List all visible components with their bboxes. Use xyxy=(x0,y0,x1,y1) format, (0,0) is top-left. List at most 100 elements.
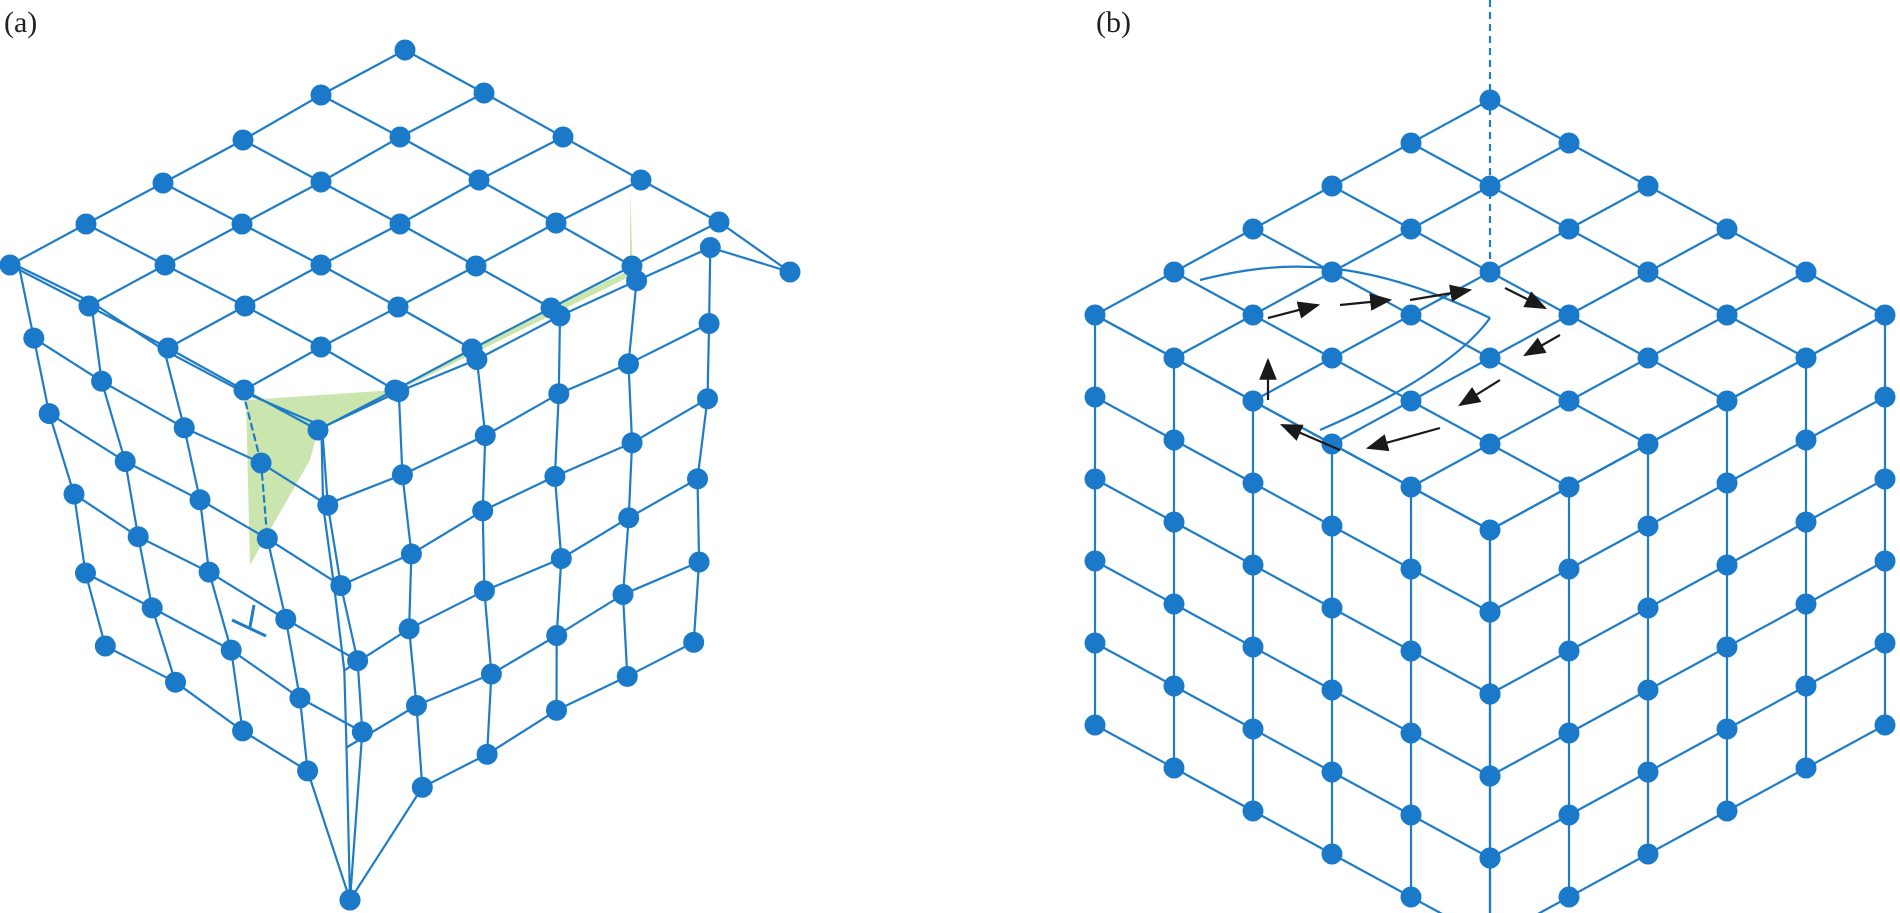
bond xyxy=(627,362,634,444)
bond xyxy=(627,441,634,519)
bond xyxy=(410,509,484,556)
bond xyxy=(393,347,474,392)
bond xyxy=(208,570,233,652)
bond xyxy=(137,535,154,610)
bond xyxy=(1409,731,1492,778)
dashed-bond xyxy=(241,390,263,465)
atom xyxy=(63,483,85,505)
atom xyxy=(256,528,278,550)
bond xyxy=(1646,809,1729,856)
bond xyxy=(1093,313,1176,360)
bond xyxy=(1409,567,1492,614)
atom xyxy=(1321,175,1343,197)
bond xyxy=(553,441,634,478)
atom xyxy=(1084,304,1106,326)
atom xyxy=(1558,804,1580,826)
bond xyxy=(174,681,244,733)
atom xyxy=(1558,304,1580,326)
bond xyxy=(284,618,359,662)
atom xyxy=(391,464,413,486)
atom xyxy=(1084,714,1106,736)
bond xyxy=(1251,399,1334,446)
atom xyxy=(165,671,186,693)
atom xyxy=(1321,843,1343,865)
bond xyxy=(553,475,563,560)
bond xyxy=(242,345,323,392)
bond xyxy=(1804,270,1887,317)
bond xyxy=(483,589,493,676)
bond xyxy=(333,587,346,672)
bond xyxy=(1725,684,1808,731)
atom xyxy=(1163,511,1185,533)
bond xyxy=(1251,227,1334,274)
atom xyxy=(1558,722,1580,744)
bond xyxy=(1646,727,1729,774)
atom xyxy=(618,507,640,529)
bond xyxy=(630,220,721,268)
atom xyxy=(550,548,572,569)
atom xyxy=(1163,757,1185,779)
atom xyxy=(1716,554,1738,576)
bond xyxy=(1172,438,1255,485)
bond xyxy=(1330,442,1413,489)
bond xyxy=(398,222,478,268)
bond xyxy=(475,358,487,437)
bond xyxy=(561,135,643,182)
bond xyxy=(1093,723,1176,770)
circuit-arrow xyxy=(1409,284,1473,302)
bond xyxy=(1409,485,1492,532)
bond xyxy=(1330,399,1413,446)
bond xyxy=(1488,399,1571,446)
bond xyxy=(1330,852,1413,899)
bond xyxy=(486,709,558,756)
bond xyxy=(1409,313,1492,360)
edge-dislocation-symbol xyxy=(231,604,267,638)
bond xyxy=(1330,606,1413,653)
atom xyxy=(1795,511,1817,533)
bond xyxy=(396,264,478,309)
bond xyxy=(348,730,364,902)
bond xyxy=(481,434,487,512)
atom xyxy=(339,889,361,911)
bond xyxy=(243,304,323,349)
bond xyxy=(477,135,565,182)
bond xyxy=(1804,313,1887,360)
bond xyxy=(1804,723,1887,770)
bond xyxy=(1646,227,1729,274)
atom xyxy=(1242,304,1264,326)
atom xyxy=(616,665,638,687)
atom xyxy=(1479,519,1501,541)
bond xyxy=(32,337,103,383)
bond xyxy=(89,300,166,352)
bond xyxy=(408,627,418,707)
bond xyxy=(1251,563,1334,610)
atom xyxy=(468,169,490,191)
atom xyxy=(394,39,416,61)
bond xyxy=(1567,524,1650,571)
atom xyxy=(220,639,242,661)
bond xyxy=(1725,313,1808,360)
atom xyxy=(1637,761,1659,783)
bond xyxy=(1409,227,1492,274)
bond xyxy=(84,571,107,648)
atom xyxy=(1874,386,1896,408)
bond xyxy=(1488,442,1571,489)
atom xyxy=(1558,640,1580,662)
bond xyxy=(243,263,323,308)
bond xyxy=(1330,227,1413,274)
bond xyxy=(474,221,558,268)
atom xyxy=(310,171,332,193)
atom xyxy=(699,237,721,258)
panel-a-edge-dislocation xyxy=(0,39,801,911)
bond xyxy=(163,263,247,308)
bond xyxy=(557,314,562,395)
atom xyxy=(1479,89,1501,111)
dislocation-symbol-stem xyxy=(248,604,256,628)
bond xyxy=(627,477,699,519)
bond xyxy=(482,91,565,139)
atom xyxy=(78,295,100,317)
atom xyxy=(388,381,410,403)
atom xyxy=(1795,593,1817,615)
bond xyxy=(1567,852,1650,899)
bond xyxy=(1725,520,1808,567)
